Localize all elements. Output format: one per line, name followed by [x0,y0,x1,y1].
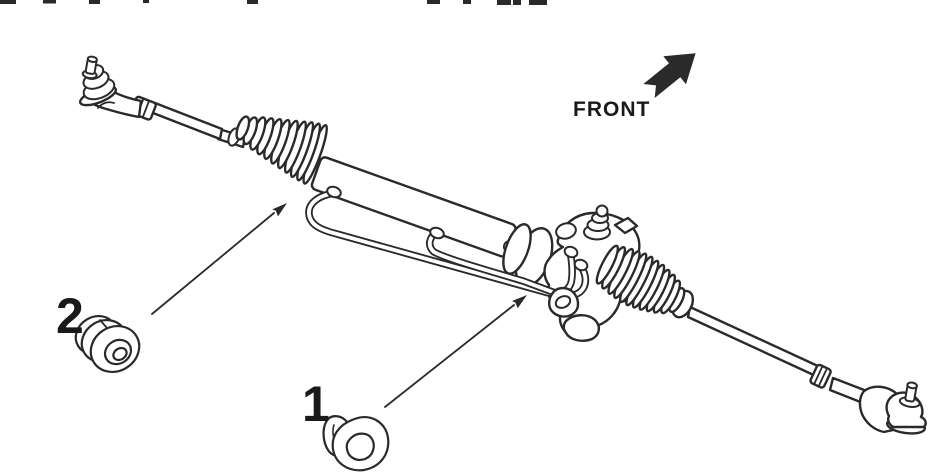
hydraulic-pipes [305,185,590,300]
valve-body-details [548,204,639,342]
rack-housing-tube [310,156,554,287]
front-label: FRONT [573,98,650,121]
right-tie-rod-end [858,381,927,435]
right-ball-stud [898,381,921,408]
cropped-text-fragments [0,0,547,5]
mounting-lug [548,286,580,318]
left-bellows-boot [235,115,328,185]
pipe-fitting [573,258,589,272]
left-dust-boot [82,64,116,101]
left-ball-stud [81,55,98,80]
leader-arrow-2 [151,203,287,315]
grommet-1 [322,415,390,472]
callout-label-2: 2 [56,288,84,344]
front-arrow-icon [643,53,696,98]
right-bellows-boot [595,244,695,319]
callout-label-1: 1 [302,376,330,432]
left-tie-rod [151,101,224,141]
grommet-2 [74,315,141,373]
pinion-cap [583,204,611,241]
pipe-fitting [563,245,579,259]
valve-body-foot [562,314,600,342]
leader-arrow-1 [384,295,527,408]
right-jam-collar [809,363,832,389]
pipe-fitting [326,185,342,199]
left-tie-rod-end [78,55,143,119]
right-tie-rod [686,305,822,379]
pipe-fitting [429,226,445,240]
